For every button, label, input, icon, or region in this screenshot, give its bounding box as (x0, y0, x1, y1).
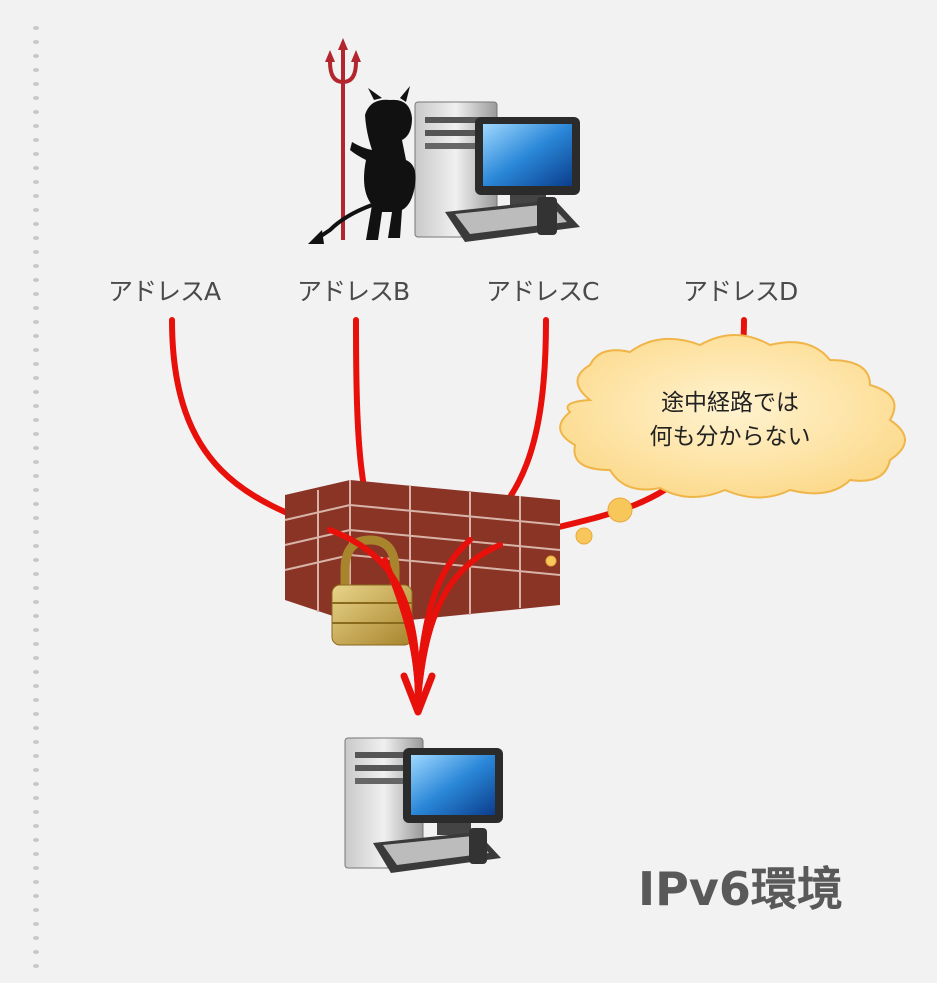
margin-dot (33, 306, 39, 310)
margin-dot (33, 432, 39, 436)
address-c-label: アドレスC (486, 277, 599, 306)
margin-dot (33, 348, 39, 352)
padlock-shackle (340, 535, 400, 590)
margin-dot (33, 922, 39, 926)
attacker-computer-icon (414, 101, 580, 242)
margin-dot (33, 586, 39, 590)
margin-dot (33, 572, 39, 576)
margin-dot (33, 782, 39, 786)
address-d-label: アドレスD (683, 277, 798, 306)
margin-dot (33, 530, 39, 534)
margin-dot (33, 152, 39, 156)
margin-dot (33, 796, 39, 800)
arrowhead (400, 672, 436, 716)
margin-dot (33, 950, 39, 954)
margin-dot (33, 124, 39, 128)
address-b-label: アドレスB (297, 277, 410, 306)
callout-cloud (545, 334, 906, 567)
margin-dot (33, 628, 39, 632)
margin-dot (33, 292, 39, 296)
margin-dot (33, 460, 39, 464)
margin-dot (33, 40, 39, 44)
devil-attacker-icon (308, 38, 416, 244)
target-computer-icon (344, 737, 503, 873)
margin-dot (33, 600, 39, 604)
margin-dot (33, 880, 39, 884)
margin-dot (33, 656, 39, 660)
margin-dot (33, 194, 39, 198)
margin-dot (33, 558, 39, 562)
margin-dot (33, 446, 39, 450)
margin-dot (33, 54, 39, 58)
margin-dot (33, 754, 39, 758)
margin-dot (33, 684, 39, 688)
margin-dot (33, 110, 39, 114)
margin-dot (33, 222, 39, 226)
margin-dot (33, 810, 39, 814)
margin-dot (33, 208, 39, 212)
margin-dot (33, 320, 39, 324)
margin-dot (33, 614, 39, 618)
margin-dot (33, 96, 39, 100)
margin-dot (33, 488, 39, 492)
margin-dot (33, 712, 39, 716)
margin-dot (33, 390, 39, 394)
margin-dot (33, 726, 39, 730)
margin-dot (33, 278, 39, 282)
margin-dot (33, 936, 39, 940)
traffic-arrows-overlay (327, 527, 503, 703)
firewall-icon (284, 480, 561, 646)
margin-dot (33, 418, 39, 422)
address-a-label: アドレスA (108, 277, 221, 306)
left-margin-dots (33, 26, 39, 968)
margin-dot (33, 894, 39, 898)
margin-dot (33, 698, 39, 702)
margin-dot (33, 964, 39, 968)
margin-dot (33, 26, 39, 30)
margin-dot (33, 642, 39, 646)
margin-dot (33, 82, 39, 86)
callout-line-2: 何も分からない (649, 424, 811, 450)
margin-dot (33, 852, 39, 856)
callout-line-1: 途中経路では (661, 390, 799, 416)
margin-dot (33, 768, 39, 772)
margin-dot (33, 908, 39, 912)
margin-dot (33, 68, 39, 72)
margin-dot (33, 838, 39, 842)
margin-dot (33, 264, 39, 268)
margin-dot (33, 236, 39, 240)
margin-dot (33, 334, 39, 338)
margin-dot (33, 166, 39, 170)
margin-dot (33, 376, 39, 380)
environment-label: IPv6環境 (638, 862, 843, 916)
margin-dot (33, 138, 39, 142)
margin-dot (33, 544, 39, 548)
margin-dot (33, 670, 39, 674)
callout-text: 途中経路では 何も分からない (600, 386, 860, 454)
margin-dot (33, 740, 39, 744)
margin-dot (33, 474, 39, 478)
margin-dot (33, 866, 39, 870)
margin-dot (33, 502, 39, 506)
margin-dot (33, 362, 39, 366)
margin-dot (33, 516, 39, 520)
margin-dot (33, 180, 39, 184)
margin-dot (33, 250, 39, 254)
margin-dot (33, 404, 39, 408)
margin-dot (33, 824, 39, 828)
